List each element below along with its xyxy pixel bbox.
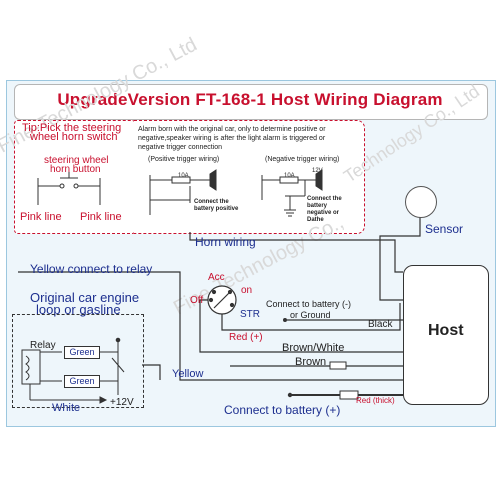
plus12v-label: +12V (110, 397, 134, 408)
relay-panel (12, 314, 144, 408)
battery-positive-terminal (287, 392, 293, 398)
steering-label-1: steering wheel (44, 155, 109, 166)
pink-line-right-label: Pink line (80, 211, 122, 223)
host-label: Host (428, 322, 464, 339)
tip-line-1: Tip:Pick the steering (22, 122, 122, 134)
horn-wire (189, 232, 403, 273)
brown-white-wire (199, 299, 403, 353)
brown-white-label: Brown/White (282, 342, 345, 354)
host-module (403, 265, 489, 405)
black-wire-label: Black (368, 319, 393, 330)
ignition-switch (207, 285, 237, 315)
brown-fuse (329, 361, 347, 370)
connect-positive-1: Connect the (194, 199, 229, 205)
sensor-label: Sensor (425, 222, 464, 236)
negative-trigger-label: (Negative trigger wiring) (265, 156, 340, 163)
alarm-note-line-2: negative,speaker wiring is after the lig… (138, 135, 326, 142)
connect-positive-label: Connect to battery (+) (224, 403, 341, 417)
red-thick-label: Red (thick) (356, 396, 395, 405)
str-label: STR (240, 309, 260, 320)
alarm-note-line-1: Alarm born with the original car, only t… (138, 126, 326, 133)
green-wire-label-2: Green (64, 375, 100, 388)
yellow-wire-label: Yellow (172, 368, 204, 380)
brown-label: Brown (295, 356, 327, 368)
tip-line-2: wheel horn switch (30, 131, 118, 143)
pink-line-left-label: Pink line (20, 211, 62, 223)
connect-positive-2: battery positive (194, 206, 239, 212)
yellow-relay-label: Yellow connect to relay (30, 262, 153, 276)
red-plus-wire (221, 303, 401, 331)
yellow-wire (142, 364, 161, 380)
connect-ground-label-2: or Ground (290, 310, 331, 320)
connect-ground-label-1: Connect to battery (-) (266, 299, 352, 309)
fuse-label-left: 10A (178, 173, 189, 179)
relay-drawing (21, 337, 125, 404)
ground-terminal (283, 318, 287, 322)
on-label: on (241, 285, 253, 296)
relay-label: Relay (30, 340, 56, 351)
connect-negative-1: Connect the (307, 196, 342, 202)
diagram-title: UpgradeVersion FT-168-1 Host Wiring Diag… (57, 90, 443, 109)
speaker-voltage-label: 12V (312, 168, 323, 174)
red-plus-label: Red (+) (229, 332, 263, 343)
engine-label-1: Original car engine (30, 290, 140, 305)
positive-trigger-label: (Positive trigger wiring) (148, 156, 220, 163)
sensor-wire (379, 216, 421, 301)
positive-trigger-drawing (149, 169, 217, 215)
horn-wiring-label: Horn wiring (195, 235, 256, 249)
fuse-label-right: 10A (284, 173, 295, 179)
acc-label: Acc (208, 272, 225, 283)
alarm-note-line-3: negative trigger connection (138, 144, 223, 151)
sensor-icon (405, 186, 437, 218)
red-fuse (339, 390, 359, 400)
title-box (14, 84, 488, 120)
off-label: Off (190, 295, 204, 306)
connect-negative-3: negative or (307, 210, 340, 216)
steering-label-2: horn button (50, 164, 101, 175)
white-wire-label: White (52, 402, 81, 414)
negative-trigger-drawing (261, 169, 323, 217)
engine-label-2: loop or gasline (36, 302, 121, 317)
horn-switch-drawing (37, 172, 101, 205)
yellow-relay-wire (18, 271, 403, 381)
connect-negative-4: Dathe (307, 217, 324, 223)
connect-negative-2: battery (307, 203, 328, 209)
green-wire-label-1: Green (64, 346, 100, 359)
